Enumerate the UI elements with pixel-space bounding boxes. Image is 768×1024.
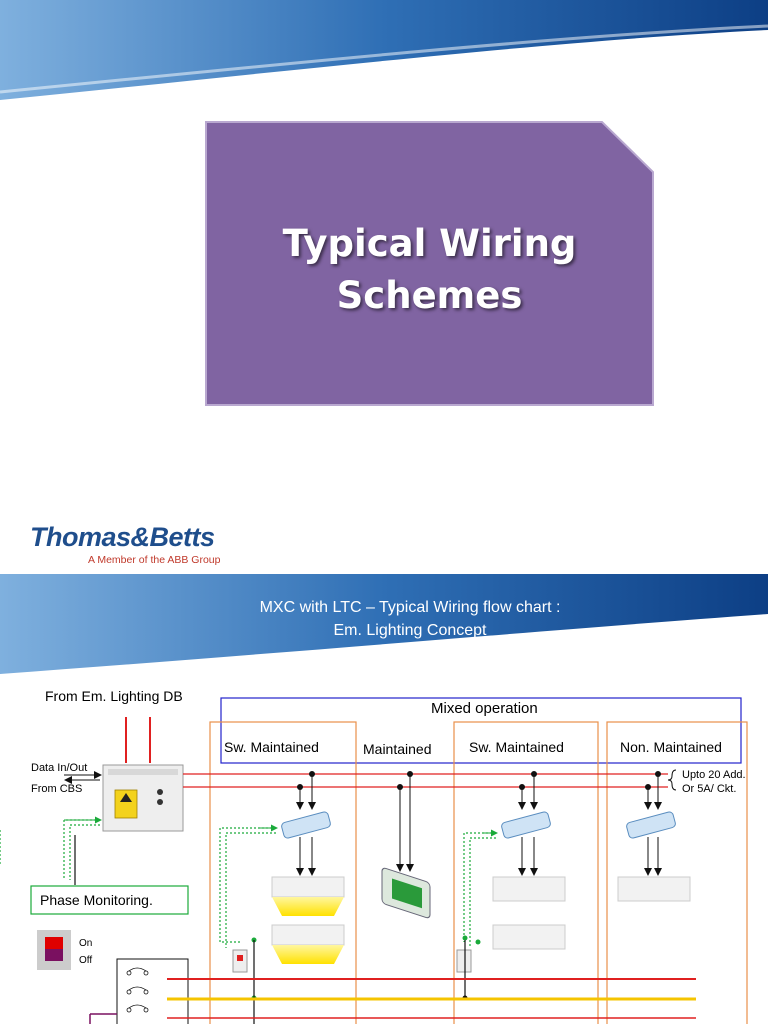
slide1-title-line1: Typical Wiring xyxy=(282,222,577,265)
company-tagline: A Member of the ABB Group xyxy=(88,554,221,566)
slide2-title-line1: MXC with LTC – Typical Wiring flow chart… xyxy=(259,599,561,616)
switch-2 xyxy=(456,949,472,973)
lamp-non-maintained xyxy=(617,876,691,902)
column-non-maintained xyxy=(606,721,748,1024)
mixed-operation-box xyxy=(220,697,742,764)
driver-unit-3 xyxy=(626,811,676,839)
sw-maintained-1-label: Sw. Maintained xyxy=(224,739,319,755)
on-off-indicator xyxy=(37,930,71,970)
maintained-label: Maintained xyxy=(363,741,432,757)
column-sw-maintained-1 xyxy=(209,721,357,1024)
off-label: Off xyxy=(79,955,92,966)
wiring-diagram: From Em. Lighting DB Mixed operation Dat… xyxy=(0,688,748,1024)
phase-switch-box xyxy=(116,958,189,1024)
company-logo: Thomas&Betts xyxy=(30,522,215,552)
title-box xyxy=(205,121,654,406)
lamp-lit-1 xyxy=(271,876,345,916)
column-sw-maintained-2 xyxy=(453,721,599,1024)
exit-sign xyxy=(381,867,431,919)
sw-maintained-2-label: Sw. Maintained xyxy=(469,739,564,755)
slide1-header-swoosh xyxy=(0,0,768,100)
slide1-title-line2: Schemes xyxy=(336,274,523,317)
from-db-label: From Em. Lighting DB xyxy=(45,688,183,704)
lamp-unlit-2 xyxy=(492,924,566,950)
data-in-out-label: Data In/Out xyxy=(31,762,87,774)
slide2-header-swoosh xyxy=(0,574,768,674)
mixed-operation-label: Mixed operation xyxy=(431,700,538,717)
on-label: On xyxy=(79,938,92,949)
or-ckt-label: Or 5A/ Ckt. xyxy=(682,783,736,795)
driver-unit-1 xyxy=(281,811,331,839)
non-maintained-label: Non. Maintained xyxy=(620,739,722,755)
from-cbs-label: From CBS xyxy=(31,783,82,795)
phase-monitoring-label: Phase Monitoring. xyxy=(40,892,153,908)
slide2-title: MXC with LTC – Typical Wiring flow chart… xyxy=(180,596,640,642)
slide2-title-line2: Em. Lighting Concept xyxy=(333,622,487,639)
slide1-title: Typical Wiring Schemes xyxy=(204,218,655,322)
upto-label: Upto 20 Add. xyxy=(682,769,746,781)
mxc-panel xyxy=(102,764,184,832)
lamp-unlit-1 xyxy=(492,876,566,902)
lamp-lit-2 xyxy=(271,924,345,964)
driver-unit-2 xyxy=(501,811,551,839)
phase-monitoring-box xyxy=(30,885,189,915)
